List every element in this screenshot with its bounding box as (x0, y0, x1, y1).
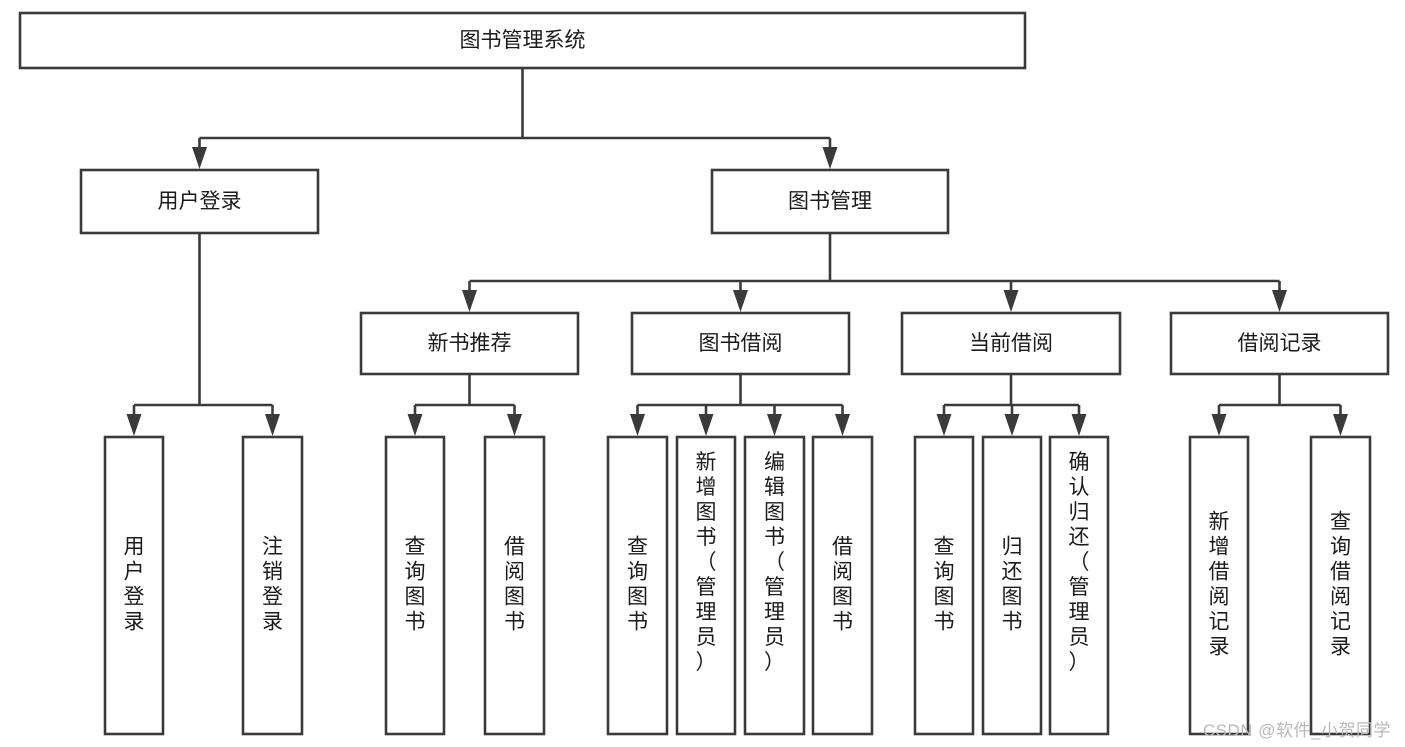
node-label: 借阅图书 (832, 536, 853, 634)
connector-group (192, 68, 838, 169)
arrow-head-icon (822, 147, 838, 169)
node-box[interactable] (630, 311, 851, 376)
node-box[interactable] (606, 435, 669, 736)
node-leaf-user-login[interactable]: 用户登录 (103, 435, 165, 736)
node-box[interactable] (1309, 435, 1372, 736)
arrow-head-icon (1333, 414, 1348, 436)
node-leaf-query-book-cur[interactable]: 查询图书 (913, 435, 975, 736)
node-user-login[interactable]: 用户登录 (79, 168, 320, 235)
connector-group (1211, 374, 1348, 436)
node-box[interactable] (981, 435, 1043, 736)
node-label: 新增借阅记录 (1209, 511, 1230, 659)
csdn-watermark: CSDN @软件_小贺同学 (1202, 721, 1391, 740)
arrow-head-icon (507, 414, 522, 436)
node-box[interactable] (1188, 435, 1250, 736)
node-box[interactable] (1169, 311, 1390, 376)
node-label: 图书管理系统 (460, 29, 586, 52)
node-layer: 图书管理系统用户登录图书管理新书推荐图书借阅当前借阅借阅记录用户登录注销登录查询… (18, 11, 1390, 736)
node-box[interactable] (913, 435, 975, 736)
node-label: 查询借阅记录 (1330, 511, 1351, 659)
node-box[interactable] (79, 168, 320, 235)
node-box[interactable] (811, 435, 874, 736)
node-leaf-add-record[interactable]: 新增借阅记录 (1188, 435, 1250, 736)
arrow-head-icon (126, 414, 142, 436)
arrow-head-icon (1211, 414, 1227, 436)
node-borrow-record[interactable]: 借阅记录 (1169, 311, 1390, 376)
node-box[interactable] (743, 435, 806, 736)
arrow-head-icon (462, 290, 477, 312)
node-box[interactable] (675, 435, 737, 736)
arrow-head-icon (265, 414, 280, 436)
node-leaf-borrow-book-rec[interactable]: 借阅图书 (483, 435, 546, 736)
connector-group (936, 374, 1087, 436)
arrow-head-icon (835, 414, 850, 436)
node-label: 图书管理 (788, 190, 872, 213)
node-current-borrow[interactable]: 当前借阅 (900, 311, 1122, 376)
node-box[interactable] (1048, 435, 1110, 736)
arrow-head-icon (1003, 290, 1019, 312)
connector-group (462, 233, 1287, 312)
node-label: 编辑图书（管理员） (764, 451, 785, 674)
arrow-head-icon (936, 414, 952, 436)
node-leaf-return-book[interactable]: 归还图书 (981, 435, 1043, 736)
node-new-book-rec[interactable]: 新书推荐 (359, 311, 580, 376)
connector-group (630, 374, 850, 436)
node-leaf-query-book-rec[interactable]: 查询图书 (384, 435, 446, 736)
node-label: 查询图书 (627, 536, 648, 634)
node-box[interactable] (900, 311, 1122, 376)
node-label: 归还图书 (1002, 536, 1023, 634)
node-box[interactable] (710, 168, 950, 235)
arrow-head-icon (1004, 414, 1020, 436)
node-root[interactable]: 图书管理系统 (18, 11, 1027, 70)
arrow-head-icon (407, 414, 423, 436)
node-book-manage[interactable]: 图书管理 (710, 168, 950, 235)
node-box[interactable] (241, 435, 304, 736)
arrow-head-icon (1272, 290, 1287, 312)
node-box[interactable] (18, 11, 1027, 70)
node-label: 用户登录 (158, 190, 242, 213)
node-leaf-borrow-book[interactable]: 借阅图书 (811, 435, 874, 736)
connector-layer (126, 68, 1348, 436)
arrow-head-icon (698, 414, 714, 436)
arrow-head-icon (1071, 414, 1087, 436)
node-label: 确认归还（管理员） (1069, 451, 1090, 674)
node-box[interactable] (384, 435, 446, 736)
node-label: 借阅图书 (504, 536, 525, 634)
node-box[interactable] (359, 311, 580, 376)
node-box[interactable] (483, 435, 546, 736)
node-box[interactable] (103, 435, 165, 736)
node-leaf-confirm-return[interactable]: 确认归还（管理员） (1048, 435, 1110, 736)
node-label: 新书推荐 (428, 332, 512, 355)
connector-group (407, 374, 522, 436)
node-label: 借阅记录 (1238, 332, 1322, 355)
node-label: 当前借阅 (969, 332, 1053, 355)
connector-group (126, 233, 280, 436)
node-leaf-query-book[interactable]: 查询图书 (606, 435, 669, 736)
node-label: 用户登录 (124, 536, 145, 634)
arrow-head-icon (192, 147, 207, 169)
node-label: 查询图书 (405, 536, 426, 634)
node-label: 查询图书 (934, 536, 955, 634)
arrow-head-icon (733, 290, 748, 312)
node-label: 注销登录 (262, 536, 283, 634)
node-leaf-query-record[interactable]: 查询借阅记录 (1309, 435, 1372, 736)
node-label: 图书借阅 (699, 332, 783, 355)
node-leaf-edit-book[interactable]: 编辑图书（管理员） (743, 435, 806, 736)
node-label: 新增图书（管理员） (696, 451, 717, 674)
node-leaf-add-book[interactable]: 新增图书（管理员） (675, 435, 737, 736)
arrow-head-icon (767, 414, 782, 436)
node-book-borrow[interactable]: 图书借阅 (630, 311, 851, 376)
arrow-head-icon (630, 414, 645, 436)
node-leaf-logout[interactable]: 注销登录 (241, 435, 304, 736)
